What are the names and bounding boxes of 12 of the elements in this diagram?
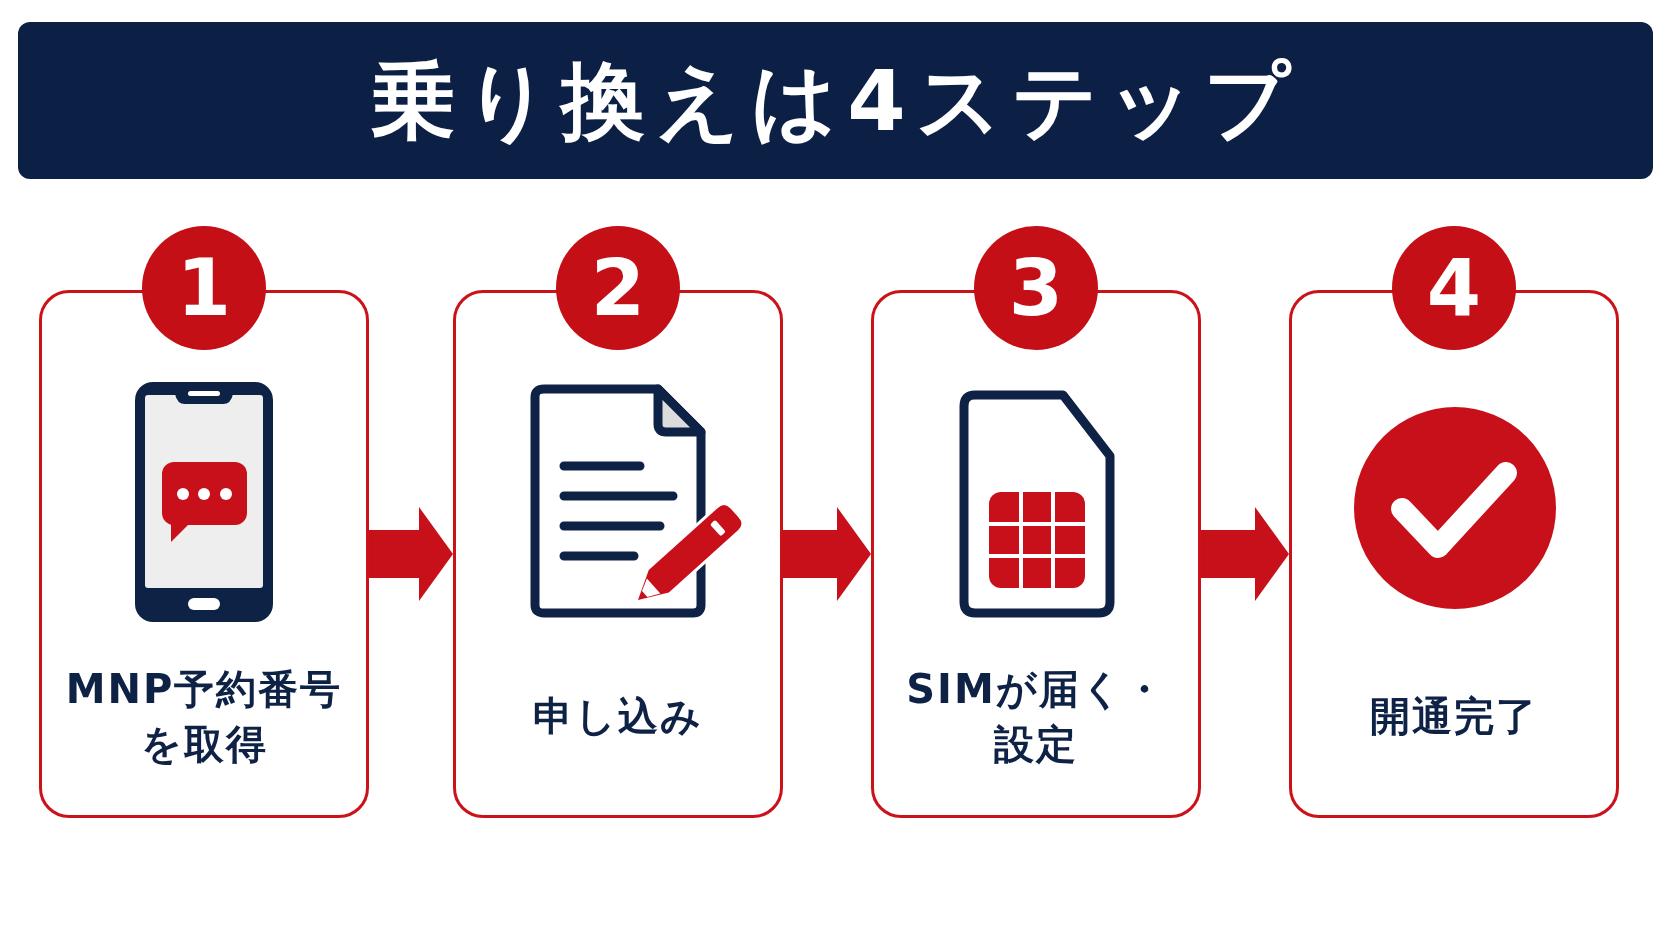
number-badge: 1 — [142, 226, 266, 350]
title: 乗り換えは4ステップ — [371, 58, 1300, 143]
step-label: 申し込み — [533, 692, 703, 742]
step-label: SIMが届く・設定 — [905, 664, 1167, 769]
number-badge: 2 — [556, 226, 680, 350]
arrow — [783, 507, 871, 601]
arrow — [1201, 507, 1289, 601]
number-badge: 3 — [974, 226, 1098, 350]
number-badge: 4 — [1392, 226, 1516, 350]
step-label: 開通完了 — [1370, 692, 1538, 742]
arrow — [369, 507, 453, 601]
step-label: MNP予約番号を取得 — [64, 664, 344, 769]
